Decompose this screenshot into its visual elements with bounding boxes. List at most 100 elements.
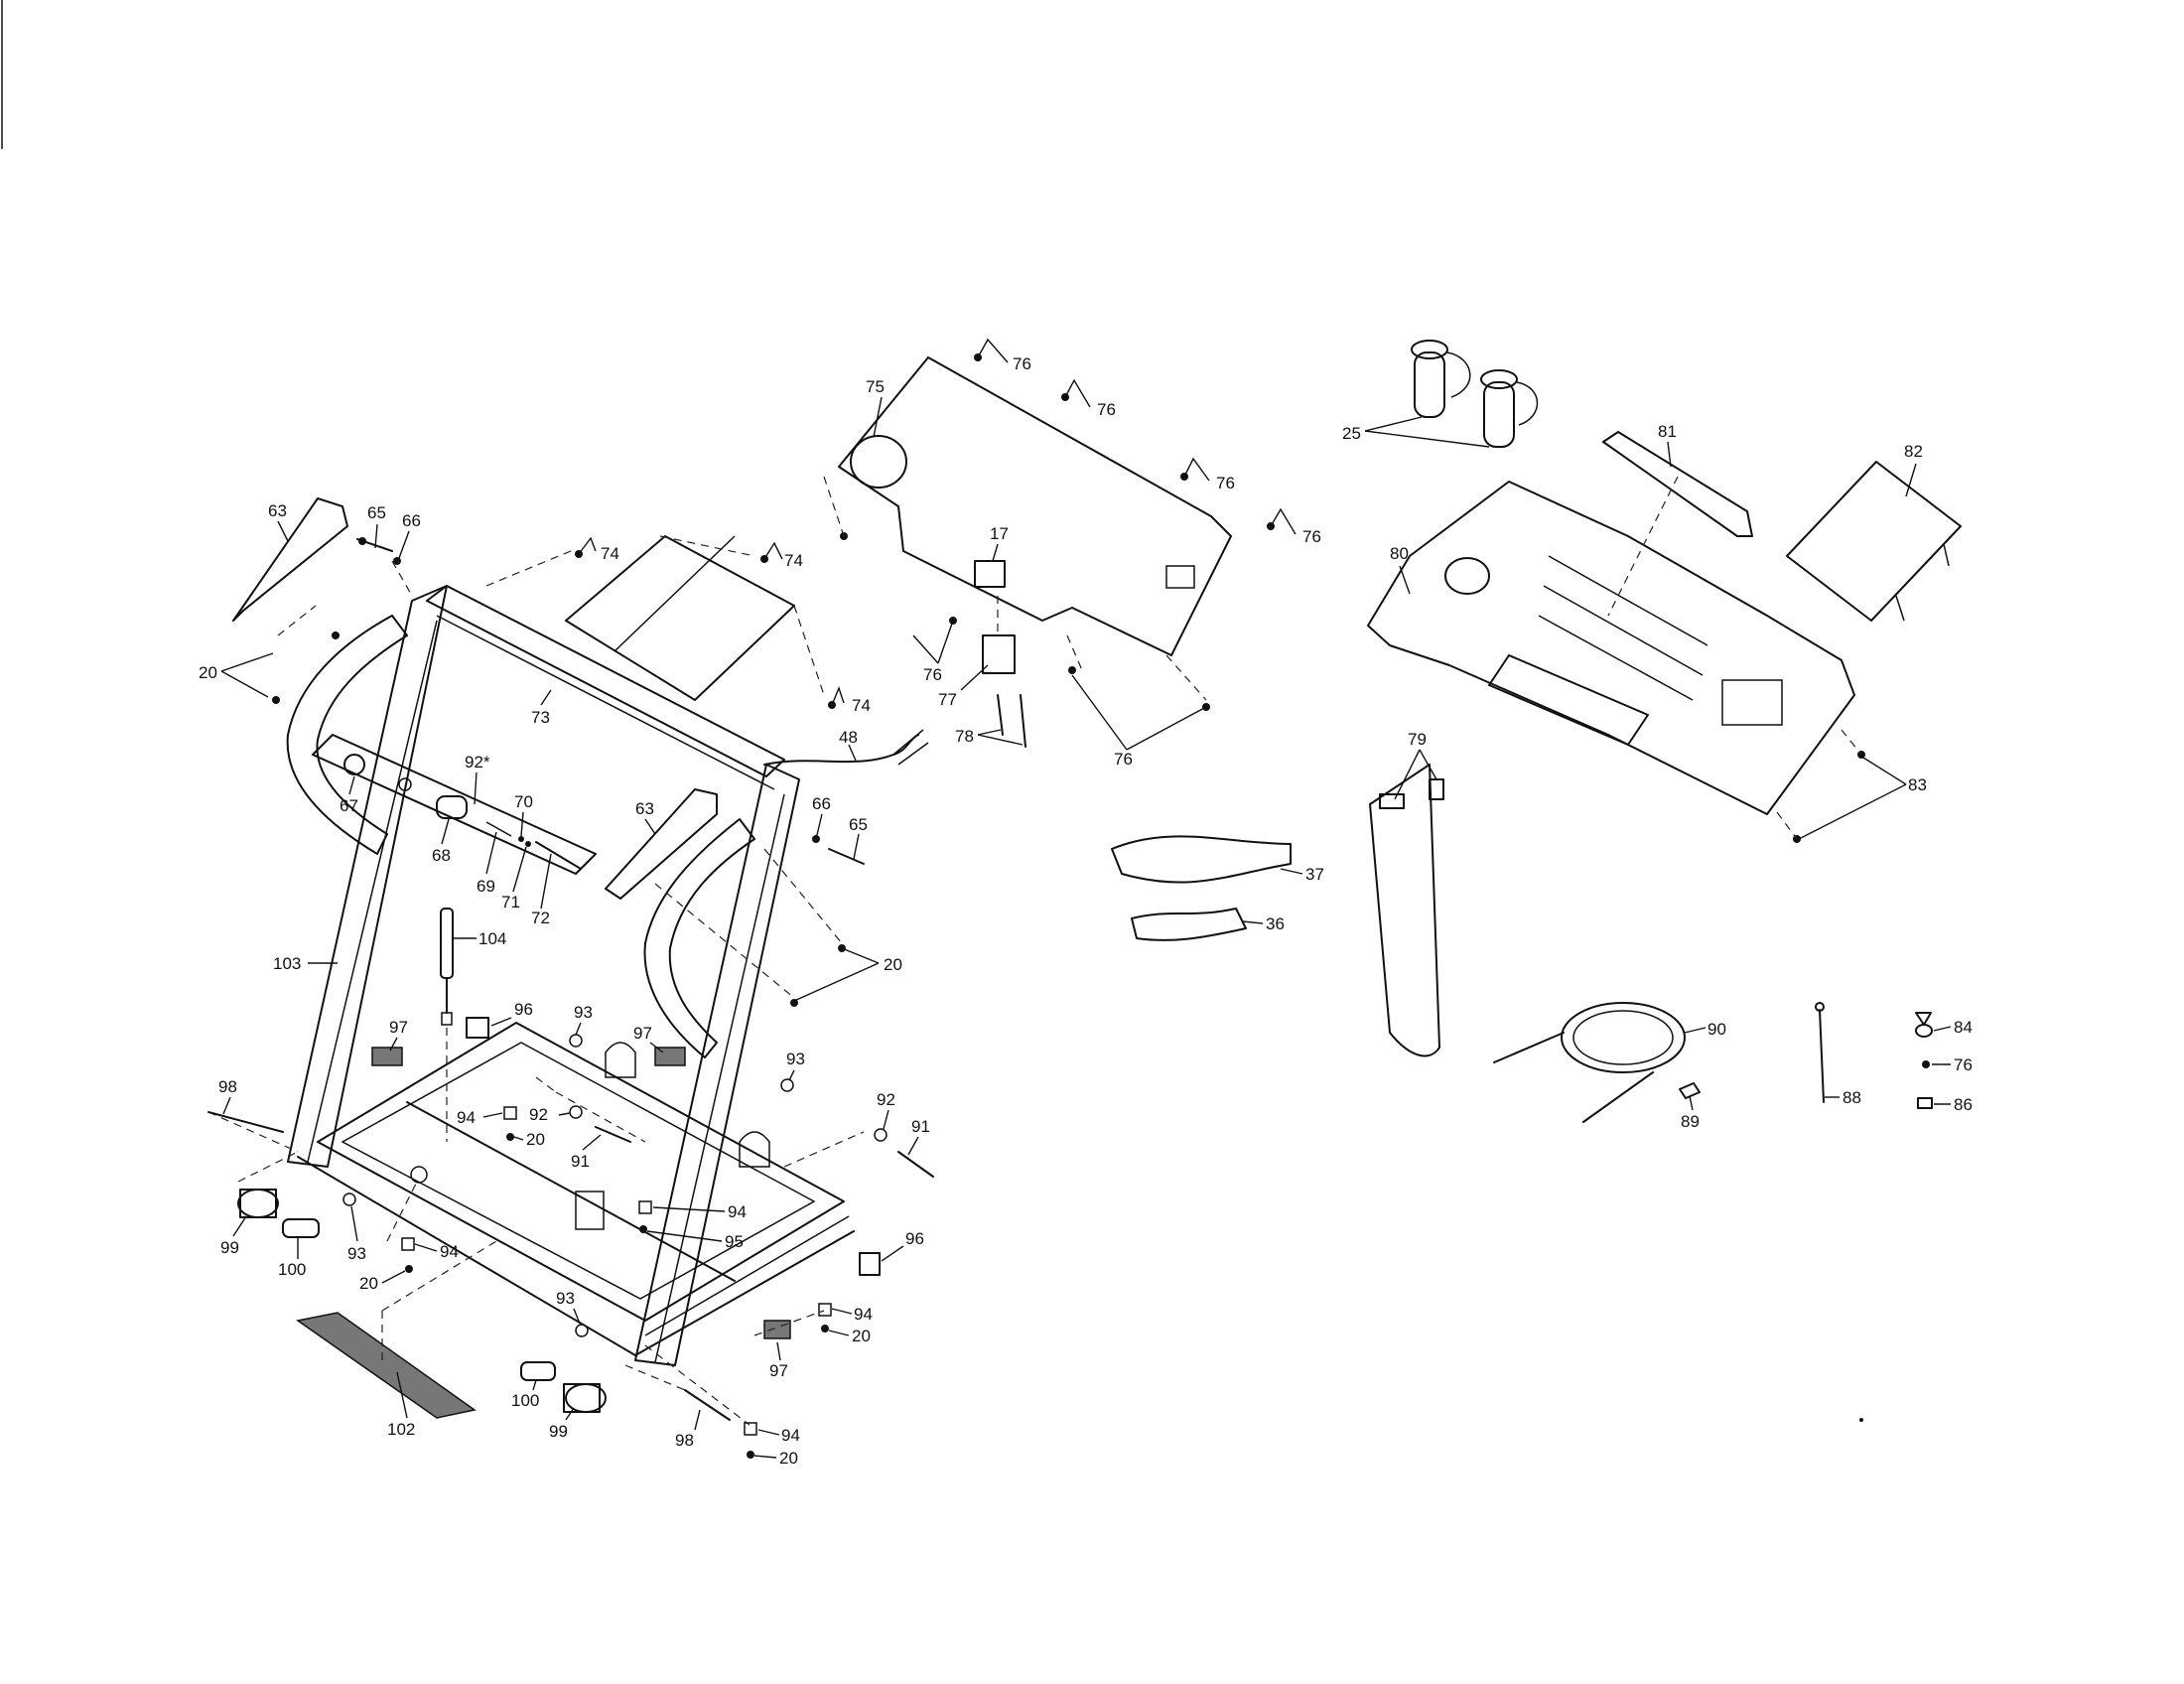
label-65: 65 — [849, 815, 868, 834]
leader-83 — [1798, 783, 1907, 840]
base-cross-member — [406, 1101, 736, 1282]
leader-70 — [520, 811, 524, 837]
label-83: 83 — [1908, 775, 1927, 794]
clip-84 — [1915, 1012, 1932, 1026]
washer-92-b — [874, 1128, 887, 1142]
pad-97-left — [371, 1047, 403, 1066]
console-tray-center — [1488, 654, 1649, 746]
wire-90 — [1493, 1002, 1686, 1123]
label-104: 104 — [478, 929, 506, 948]
dash-line — [381, 1240, 497, 1312]
label-63: 63 — [635, 799, 654, 818]
bushing-68 — [436, 795, 468, 819]
crossbar-73 — [426, 585, 785, 777]
wire-90-end-a — [1493, 1032, 1565, 1063]
label-76: 76 — [1097, 400, 1116, 419]
dash-line — [207, 1111, 299, 1153]
washer-92-a — [569, 1105, 583, 1119]
belt-79 — [1369, 764, 1444, 1057]
label-66: 66 — [812, 794, 831, 813]
fasteners — [272, 537, 887, 1459]
label-79: 79 — [1408, 730, 1427, 749]
pivot-bracket-right — [739, 1131, 770, 1168]
console-support-plate-group — [312, 734, 597, 875]
base-frame-inner — [341, 1042, 816, 1300]
label-25: 25 — [1342, 424, 1361, 443]
motor-hood-fold — [614, 535, 736, 651]
leader-91-a — [582, 1134, 602, 1151]
leader-79 — [1419, 749, 1437, 780]
leader-76-bottom — [1126, 706, 1207, 751]
hood-switch-17 — [974, 560, 1006, 588]
display-lens-stand — [1943, 543, 1950, 567]
cup-holder-right — [1721, 679, 1783, 726]
dash-line — [659, 535, 755, 557]
leader-94-e — [757, 1429, 780, 1436]
nut-94-b — [638, 1200, 652, 1214]
leader-99-b — [565, 1407, 575, 1421]
label-94: 94 — [854, 1305, 873, 1324]
dash-line — [654, 883, 795, 999]
label-72: 72 — [531, 909, 550, 927]
label-71: 71 — [501, 893, 520, 912]
display-lens-82 — [1786, 461, 1962, 622]
label-93: 93 — [347, 1244, 366, 1263]
dash-line — [1607, 476, 1679, 617]
left-handrail — [286, 615, 408, 855]
leader-100-b — [532, 1379, 537, 1391]
dash-line — [386, 1181, 418, 1242]
label-80: 80 — [1390, 544, 1409, 563]
label-20: 20 — [884, 955, 902, 974]
dash-line — [783, 1131, 865, 1168]
clip-70 — [518, 836, 524, 842]
nut-94-a — [503, 1106, 517, 1120]
bracket-77 — [982, 634, 1016, 674]
nut-93-d — [575, 1324, 589, 1337]
grip-25-right-cap — [1480, 369, 1518, 389]
leader-93-a — [575, 1022, 582, 1036]
leader-76 — [1064, 378, 1091, 408]
hood-screw-76-g — [1068, 666, 1076, 674]
roller-67 — [343, 754, 365, 775]
right-upright — [634, 764, 800, 1366]
bolt-65-a — [356, 538, 393, 552]
console-base-shell — [1367, 481, 1855, 815]
clip-84-body — [1915, 1024, 1933, 1038]
label-68: 68 — [432, 846, 451, 865]
hood-vent — [1165, 565, 1195, 589]
wheel-100-left — [282, 1218, 320, 1238]
nut-94-d — [818, 1303, 832, 1317]
leader-99-a — [232, 1215, 247, 1237]
leader-77 — [960, 664, 989, 691]
rear-feet-left — [237, 1189, 320, 1238]
label-17: 17 — [990, 524, 1009, 543]
label-81: 81 — [1658, 422, 1677, 441]
belt-79-tab-left — [1379, 793, 1405, 809]
hood-cover-opening — [850, 435, 907, 489]
dash-line — [555, 1091, 646, 1143]
dash-line — [793, 605, 825, 696]
gas-spring-end — [441, 1012, 453, 1026]
label-98: 98 — [218, 1077, 237, 1096]
pad-97-right — [763, 1320, 791, 1339]
leader-93-d — [573, 1308, 581, 1325]
screw-20-top-a — [332, 632, 340, 639]
gas-spring-cylinder — [440, 908, 454, 979]
leader-20-a — [513, 1136, 524, 1141]
console-bracket-81 — [1602, 431, 1753, 537]
screw-20-top-b — [272, 696, 280, 704]
hood-cover-75 — [838, 356, 1232, 656]
leader-20-right — [841, 947, 880, 964]
leader-73 — [540, 689, 552, 706]
screw-78-a — [997, 694, 1004, 736]
wire-harness-48 — [763, 734, 919, 766]
label-99: 99 — [549, 1422, 568, 1441]
nut-94-c — [401, 1237, 415, 1251]
leader-74 — [831, 685, 845, 706]
console-rib — [1548, 555, 1708, 646]
wheel-100-right — [520, 1361, 556, 1381]
upright-cover-63-right — [605, 788, 718, 900]
right-upright-edge — [654, 793, 785, 1363]
leader-98-b — [694, 1409, 701, 1431]
label-94: 94 — [457, 1108, 476, 1127]
